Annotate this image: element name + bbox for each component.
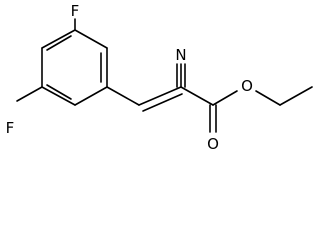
ring-bond — [41, 29, 76, 49]
ring-double-bond — [46, 35, 72, 51]
vinyl-double-bond-inner — [142, 93, 183, 112]
molecular-structure: F F N O O — [6, 2, 313, 153]
bonds — [16, 18, 313, 133]
ring-bond — [74, 86, 108, 106]
alkene-carbonyl-bond — [180, 86, 214, 106]
ester-oxygen-ethyl-bond — [255, 90, 281, 106]
fluorine-label-left: F — [6, 119, 15, 137]
ring-bond — [41, 86, 76, 106]
atom-labels: F F N O O — [6, 2, 253, 153]
ring-double-bond — [46, 84, 72, 100]
ring-bond — [74, 29, 108, 49]
c-f-bond-left — [16, 86, 43, 102]
ring-vinyl-bond — [106, 86, 140, 106]
carbonyl-ester-oxygen-bond — [212, 90, 238, 106]
ethyl-bond — [279, 86, 313, 106]
nitrogen-label: N — [175, 46, 186, 64]
vinyl-double-bond — [138, 86, 182, 106]
fluorine-label-top: F — [71, 2, 80, 20]
carbonyl-oxygen-label: O — [207, 135, 219, 153]
ester-oxygen-label: O — [241, 77, 253, 95]
